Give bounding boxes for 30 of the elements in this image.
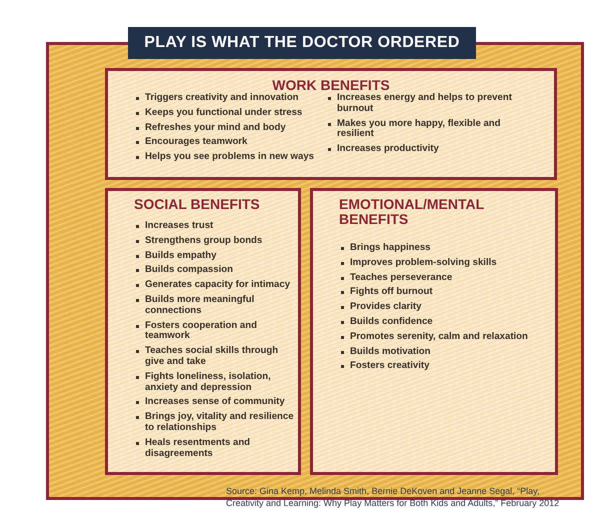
source-note: Source: Gina Kemp, Melinda Smith, Bernie DeKoven and Jeanne Segal, “Play, Creativity and Learning: Why Play Matters for Both Kids and Adults,” February 2012	[226, 485, 560, 509]
section-heading: SOCIAL BENEFITS	[134, 197, 261, 212]
bullet-item: Teaches perseverance	[339, 272, 529, 284]
bullet-item: Builds confidence	[339, 316, 529, 328]
section-heading: EMOTIONAL/MENTAL BENEFITS	[339, 197, 485, 227]
info-panel	[105, 68, 557, 180]
bullet-item: Fosters cooperation and teamwork	[134, 320, 294, 342]
bullet-item: Generates capacity for intimacy	[134, 280, 294, 291]
bullet-item: Teaches social skills through give and take	[134, 346, 294, 368]
title-banner: PLAY IS WHAT THE DOCTOR ORDERED	[128, 27, 476, 59]
bullet-item: Increases trust	[134, 221, 294, 232]
section-heading: WORK BENEFITS	[271, 77, 391, 93]
info-panel	[105, 188, 301, 475]
bullet-item: Brings happiness	[339, 243, 529, 254]
bullet-item: Provides clarity	[339, 302, 529, 313]
bullet-item: Strengthens group bonds	[134, 236, 294, 247]
bullet-item: Brings joy, vitality and resilience to relationships	[134, 412, 294, 434]
bullet-item: Increases sense of community	[134, 397, 294, 408]
bullet-item: Fights off burnout	[339, 287, 529, 298]
bullet-item: Builds compassion	[134, 265, 294, 276]
bullet-item: Helps you see problems in new ways	[134, 152, 334, 163]
info-panel	[310, 188, 558, 475]
bullet-item: Builds more meaningful connections	[134, 294, 294, 317]
bullet-item: Heals resentments and disagreements	[134, 438, 294, 460]
bullet-item: Builds empathy	[134, 250, 294, 262]
bullet-item: Fights loneliness, isolation, anxiety and depression	[134, 372, 294, 394]
bullet-item: Promotes serenity, calm and relaxation	[339, 332, 529, 343]
bullet-item: Improves problem-solving skills	[339, 258, 529, 269]
bullet-item: Fosters creativity	[339, 361, 529, 372]
bullet-item: Builds motivation	[339, 346, 529, 358]
